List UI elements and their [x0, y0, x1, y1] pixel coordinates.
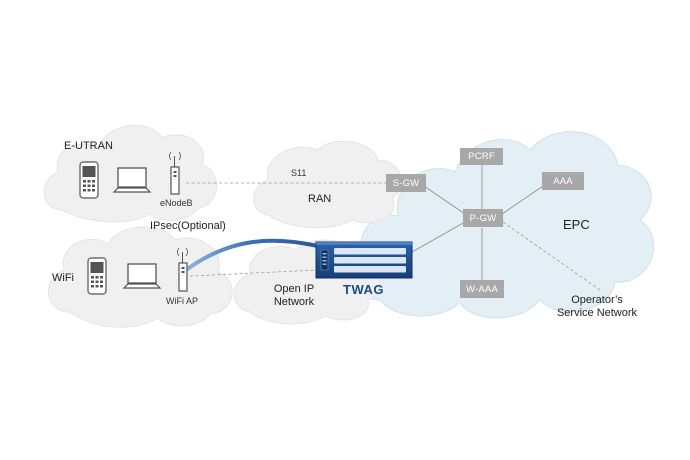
operator-service-network-label: Operator’s Service Network	[548, 295, 646, 319]
ran-label: RAN	[308, 193, 332, 205]
waaa-node: W-AAA	[460, 280, 504, 298]
enodeb-tower-icon	[169, 151, 181, 195]
ran-cloud	[253, 140, 403, 229]
wifi-phone-icon	[87, 257, 107, 295]
sgw-node: S-GW	[386, 174, 426, 192]
s11-label: S11	[291, 168, 307, 178]
link-sgw-pgw	[423, 185, 466, 215]
ipsec-tunnel	[184, 238, 320, 272]
twag-label: TWAG	[343, 282, 384, 297]
wifi-label: WiFi	[52, 272, 74, 284]
link-pgw-twag	[411, 221, 466, 253]
epc-label: EPC	[563, 217, 590, 232]
link-wifi-ap-twag	[189, 269, 319, 277]
eutran-laptop-icon	[112, 167, 152, 193]
wifi-ap-label: WiFi AP	[166, 296, 199, 306]
ipsec-label: IPsec(Optional)	[150, 220, 226, 232]
wifi-laptop-icon	[122, 263, 162, 289]
eutran-phone-icon	[79, 161, 99, 199]
operator-line1: Operator’s	[571, 294, 623, 306]
open-ip-line1: Open IP	[273, 283, 315, 295]
link-aaa-pgw	[501, 185, 544, 215]
pgw-node: P-GW	[463, 209, 503, 227]
twag-appliance-icon	[315, 241, 413, 279]
open-ip-network-label: Open IP Network	[262, 284, 326, 308]
eutran-label: E-UTRAN	[64, 140, 113, 152]
wifi-ap-icon	[177, 247, 188, 292]
core-links	[411, 165, 544, 280]
aaa-node: AAA	[542, 172, 584, 190]
open-ip-line2: Network	[273, 296, 315, 308]
pcrf-node: PCRF	[460, 148, 503, 165]
dashed-links	[186, 182, 601, 291]
enodeb-label: eNodeB	[160, 198, 193, 208]
operator-line2: Service Network	[556, 307, 638, 319]
